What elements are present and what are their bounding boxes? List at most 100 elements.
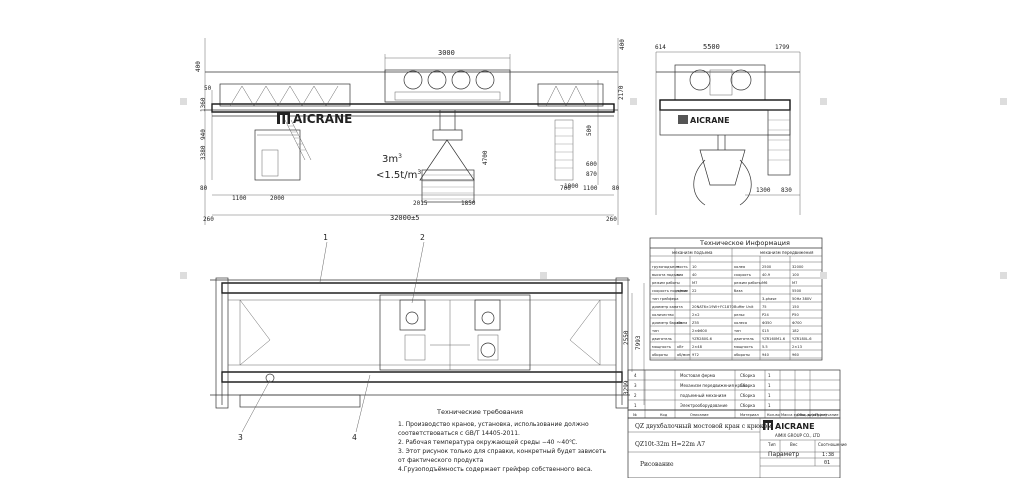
- dim-1799: 1799: [775, 44, 790, 51]
- dim-total: 32000±5: [390, 214, 420, 222]
- tech-table-cell: 10: [692, 265, 697, 269]
- requirements-title: Технические требования: [436, 408, 523, 416]
- tech-table-head-right: механизм передвижения: [760, 250, 814, 255]
- parts-header: Масса единицы (кг): [781, 413, 819, 417]
- parts-cell: 1: [634, 403, 637, 408]
- dim-614: 614: [655, 44, 666, 51]
- parts-cell: 4: [634, 373, 637, 378]
- dim-height-rail: 400: [619, 39, 626, 50]
- title-scale: 1:38: [822, 452, 834, 458]
- tech-table-cell: M7: [692, 281, 697, 285]
- tech-table-cell: мощность: [734, 345, 753, 349]
- tech-table-cell: 972: [692, 353, 699, 357]
- tech-table-cell: режим работы: [734, 281, 762, 285]
- parts-cell: 3: [634, 383, 637, 388]
- title-brand: AICRANE: [775, 422, 815, 431]
- dim-b2000: 2000: [270, 195, 285, 202]
- parts-header: Материал: [740, 413, 759, 417]
- dim-b1100: 1100: [232, 195, 247, 202]
- parts-cell: 1: [768, 403, 771, 408]
- tech-table-cell: 20NAT6×19W+FC1870: [692, 305, 735, 309]
- dim-hook-gap: 50: [204, 85, 212, 92]
- tech-table-cell: 5.5: [762, 345, 768, 349]
- tech-table-cell: обороты: [734, 353, 750, 357]
- plan-view: 1 2 3 4 2550 7993 3299: [210, 233, 645, 442]
- dim-b1850: 1850: [461, 200, 476, 207]
- tech-table-head-left: механизм подъема: [672, 250, 713, 255]
- tech-table-cell: база: [734, 289, 743, 293]
- parts-cell: Сборка: [740, 373, 756, 378]
- parts-header: Примечание: [815, 413, 839, 417]
- tech-table-cell: грузоподъемность: [652, 265, 688, 269]
- parts-cell: 1: [768, 393, 771, 398]
- dim-3299: 3299: [623, 380, 630, 395]
- tech-table-cell: 940: [762, 353, 770, 357]
- tech-table-cell: м: [677, 273, 680, 277]
- parts-cell: Сборка: [740, 393, 756, 398]
- watermarks: [180, 98, 1007, 279]
- dim-right-1000: 1000: [564, 183, 579, 190]
- parts-header: Описание: [690, 413, 709, 417]
- side-logo: AICRANE: [678, 115, 730, 125]
- parts-cell: 2: [634, 393, 637, 398]
- tech-table-cell: 40: [692, 273, 697, 277]
- tech-table-cell: тип грейфера: [652, 297, 678, 301]
- tech-table-cell: мощность: [652, 345, 671, 349]
- dim-top-span: 3000: [438, 49, 455, 57]
- dim-edge-left: 260: [203, 216, 214, 223]
- title-block: AICRANE AIMIX GROUP CO., LTD QZ двухбало…: [627, 417, 847, 478]
- tech-table-cell: мм: [677, 321, 683, 325]
- title-group: AIMIX GROUP CO., LTD: [775, 433, 820, 438]
- scale-hdr-weight: Вес: [790, 442, 797, 447]
- brand-name: AICRANE: [293, 112, 352, 126]
- dim-left-80: 80: [200, 185, 208, 192]
- tech-table-cell: P50: [792, 313, 799, 317]
- tech-table-cell: скорость подъема: [652, 289, 687, 293]
- req-line-2: соответствоваться с GB/T 14405-2011.: [398, 430, 520, 437]
- requirements: Технические требования 1. Производство к…: [398, 408, 606, 473]
- svg-text:2: 2: [420, 233, 425, 242]
- parts-header: Кол-во: [767, 413, 780, 417]
- parts-cell: Сборка: [740, 403, 756, 408]
- dim-edge-right: 260: [606, 216, 617, 223]
- tech-table-cell: тип: [734, 329, 741, 333]
- svg-text:1: 1: [323, 233, 328, 242]
- callout-2: 2: [411, 233, 425, 304]
- parts-cell: 1: [768, 373, 771, 378]
- dim-height-top: 400: [195, 61, 202, 72]
- tech-table-cell: 75: [762, 305, 767, 309]
- dim-right-small: 500: [586, 125, 593, 136]
- dim-right-mid: 4700: [482, 150, 489, 165]
- tech-table-cell: YZR160M1-6: [762, 337, 786, 341]
- tech-table-cell: кВт: [677, 345, 684, 349]
- req-line-5: от фактического продукта: [398, 457, 484, 464]
- scale-hdr-ratio: Соотношение: [818, 442, 847, 447]
- tech-table-cell: высота подъема: [652, 273, 683, 277]
- dim-left-main: 3380: [200, 145, 207, 160]
- title-product: QZ двухбалочный мостовой кран с крюком: [635, 423, 772, 430]
- tech-table-cell: диаметр барабана: [652, 321, 687, 325]
- grab-density: <1.5t/m3: [376, 169, 421, 181]
- tech-table-cell: 32000: [792, 265, 804, 269]
- callout-4: 4: [352, 374, 371, 442]
- title-logo: AICRANE AIMIX GROUP CO., LTD: [763, 420, 820, 438]
- tech-table-cell: 2×48: [692, 345, 703, 349]
- title-sheet: 01: [824, 460, 830, 466]
- svg-text:4: 4: [352, 433, 357, 442]
- tech-table-cell: м/мин: [677, 289, 689, 293]
- tech-table-cell: тип: [652, 329, 659, 333]
- tech-table-cell: об/мин: [677, 353, 691, 357]
- callout-1: 1: [319, 233, 328, 283]
- tech-table-title: Техническое Информация: [699, 239, 790, 247]
- tech-table-cell: 5500: [792, 289, 802, 293]
- parts-cell: Сборка: [740, 383, 756, 388]
- parts-cell: 1: [768, 383, 771, 388]
- tech-table-cell: M7: [792, 281, 797, 285]
- svg-text:3: 3: [238, 433, 243, 442]
- tech-table-cell: S15: [762, 329, 769, 333]
- title-drawing: Рисование: [640, 461, 674, 468]
- tech-table-cell: 40.9: [762, 273, 771, 277]
- dim-830: 830: [781, 187, 792, 194]
- tech-table-cell: Φ350: [762, 321, 772, 325]
